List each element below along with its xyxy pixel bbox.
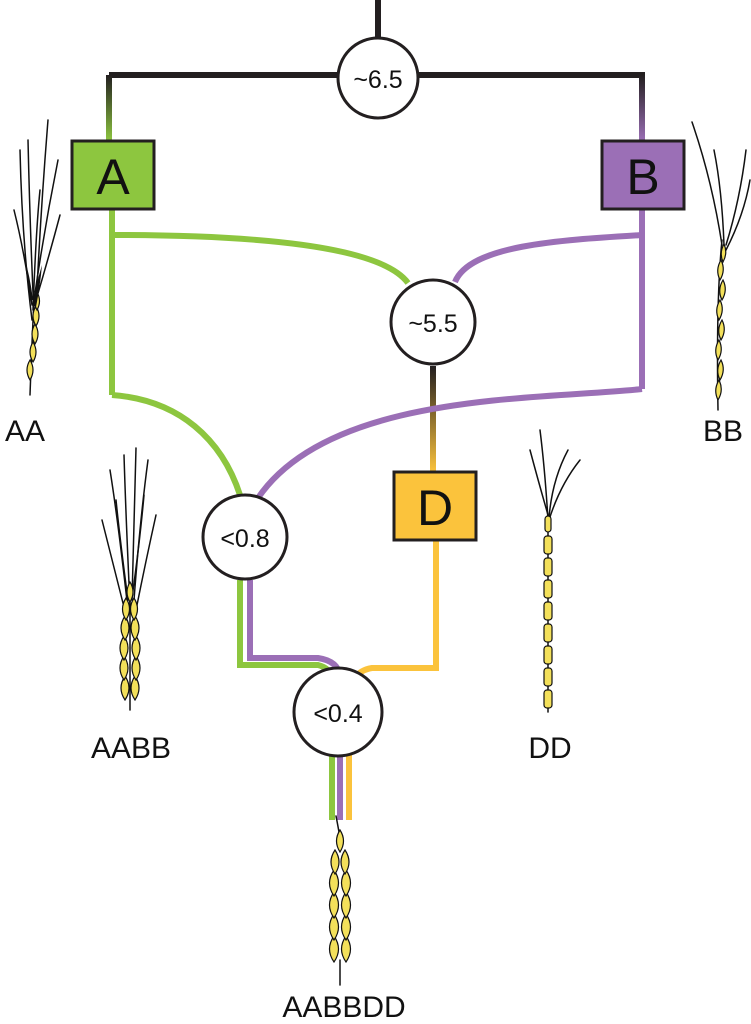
- b-to-d-ancestor: [452, 232, 643, 284]
- b-to-tetraploid: [255, 386, 643, 500]
- species-label-aabbdd: AABBDD: [282, 991, 405, 1024]
- node-tetraploid: <0.8: [201, 493, 289, 581]
- d-to-hexaploid: [352, 540, 439, 680]
- branch-to-d: [430, 366, 436, 472]
- wheat-spike-bb-icon: [691, 121, 751, 411]
- branch-to-b: [639, 75, 645, 141]
- a-to-tetraploid: [111, 392, 243, 496]
- node-root-label: ~6.5: [353, 66, 402, 94]
- node-hexaploid-label: <0.4: [313, 700, 362, 728]
- a-in-tetraploid: [237, 580, 335, 679]
- wheat-spike-dd-icon: [529, 429, 581, 713]
- wheat-spike-aabb-icon: [101, 447, 157, 711]
- genome-box-b: B: [600, 139, 686, 211]
- species-label-dd: DD: [528, 732, 571, 765]
- species-label-aa: AA: [5, 415, 45, 448]
- wheat-spike-aa-icon: [13, 119, 61, 396]
- wheat-spike-aabbdd-icon: [328, 815, 352, 986]
- node-ab-split-label: ~5.5: [408, 310, 457, 338]
- genome-box-b-label: B: [626, 149, 659, 205]
- genome-box-d-label: D: [417, 480, 453, 536]
- node-ab-split: ~5.5: [389, 278, 477, 366]
- branch-to-a: [106, 75, 112, 141]
- node-hexaploid: <0.4: [292, 666, 384, 758]
- node-root: ~6.5: [336, 36, 420, 120]
- genome-box-a-label: A: [96, 149, 130, 205]
- node-tetraploid-label: <0.8: [220, 525, 269, 553]
- a-to-d-ancestor: [111, 232, 411, 285]
- species-label-bb: BB: [703, 415, 743, 448]
- b-in-tetraploid: [247, 580, 343, 677]
- genome-box-a: A: [70, 139, 156, 211]
- species-label-aabb: AABB: [91, 732, 171, 765]
- genome-box-d: D: [392, 470, 478, 542]
